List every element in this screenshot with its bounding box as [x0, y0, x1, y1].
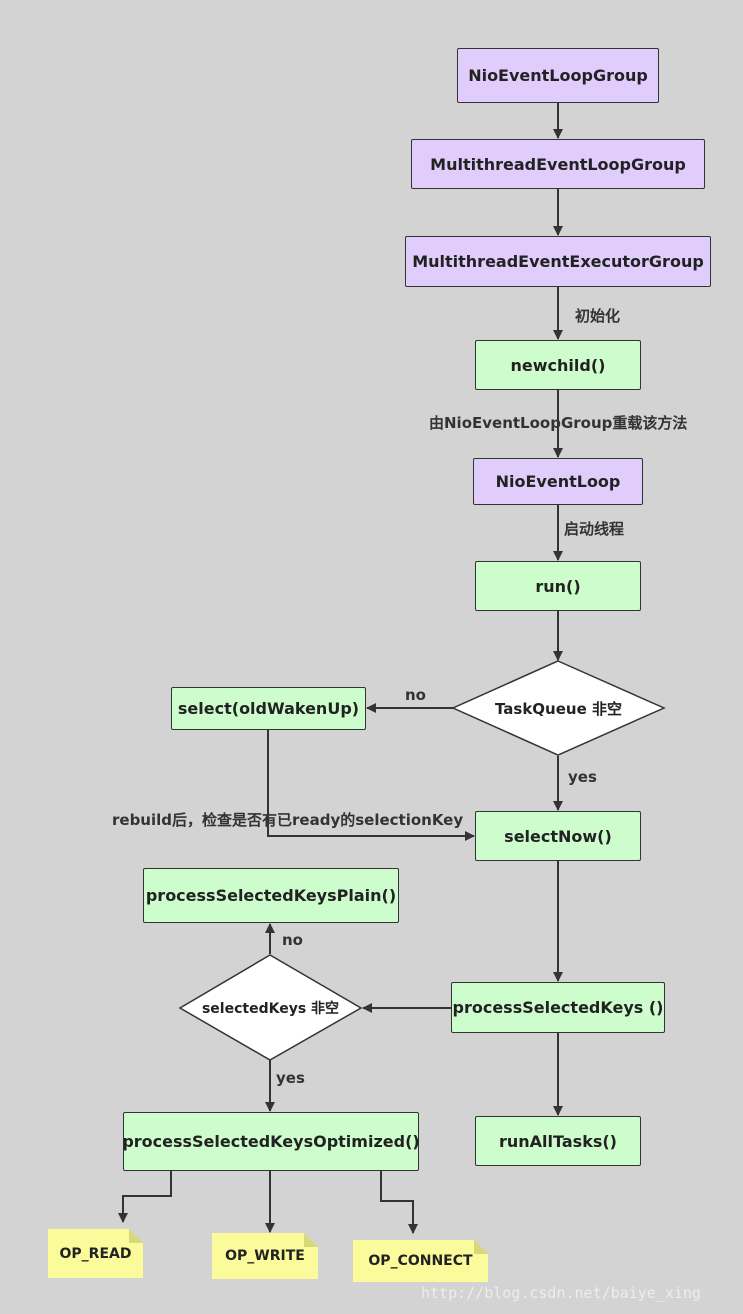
decision-taskqueue-label: TaskQueue 非空	[494, 699, 622, 718]
edge-optimized-to-op-read	[118, 1171, 172, 1223]
edge-label-init: 初始化	[575, 307, 621, 325]
node-nio-event-loop-group: NioEventLoopGroup	[457, 48, 659, 103]
edge-label-selected-keys-no: no	[282, 931, 303, 949]
edge-label-taskqueue-no: no	[405, 686, 426, 704]
node-process-selected-keys-plain: processSelectedKeysPlain()	[143, 868, 399, 923]
note-op-read: OP_READ	[48, 1229, 143, 1278]
taskqueue-decision-shape	[451, 660, 666, 756]
node-nio-event-loop: NioEventLoop	[473, 458, 643, 505]
edge-label-start-thread: 启动线程	[564, 520, 625, 538]
edge-optimized-to-op-connect	[380, 1171, 418, 1234]
node-run-all-tasks: runAllTasks()	[475, 1116, 641, 1166]
note-op-connect-label: OP_CONNECT	[368, 1253, 473, 1269]
node-process-selected-keys-optimized: processSelectedKeysOptimized()	[122, 1112, 420, 1171]
edge-label-overridden: 由NioEventLoopGroup重载该方法	[429, 414, 688, 432]
selected-keys-decision-shape	[178, 954, 363, 1061]
edge-label-selected-keys-yes: yes	[276, 1069, 305, 1087]
note-op-connect: OP_CONNECT	[353, 1240, 488, 1282]
note-op-read-label: OP_READ	[59, 1245, 132, 1262]
node-newchild: newchild()	[475, 340, 641, 390]
note-op-write-label: OP_WRITE	[225, 1248, 305, 1264]
edge-label-taskqueue-yes: yes	[568, 768, 597, 786]
edge-label-rebuild: rebuild后，检查是否有已ready的selectionKey	[112, 811, 464, 829]
watermark: http://blog.csdn.net/baiye_xing	[421, 1284, 701, 1302]
node-multithread-event-executor-group: MultithreadEventExecutorGroup	[405, 236, 711, 287]
decision-selected-keys-label: selectedKeys 非空	[201, 1000, 340, 1017]
note-op-write: OP_WRITE	[212, 1233, 318, 1279]
node-run: run()	[475, 561, 641, 611]
node-select-old-waken-up: select(oldWakenUp)	[171, 687, 366, 730]
node-multithread-event-loop-group: MultithreadEventLoopGroup	[411, 139, 705, 189]
node-select-now: selectNow()	[475, 811, 641, 861]
edge-select-rebuild-to-selectnow	[267, 730, 475, 841]
node-process-selected-keys: processSelectedKeys ()	[451, 982, 665, 1033]
